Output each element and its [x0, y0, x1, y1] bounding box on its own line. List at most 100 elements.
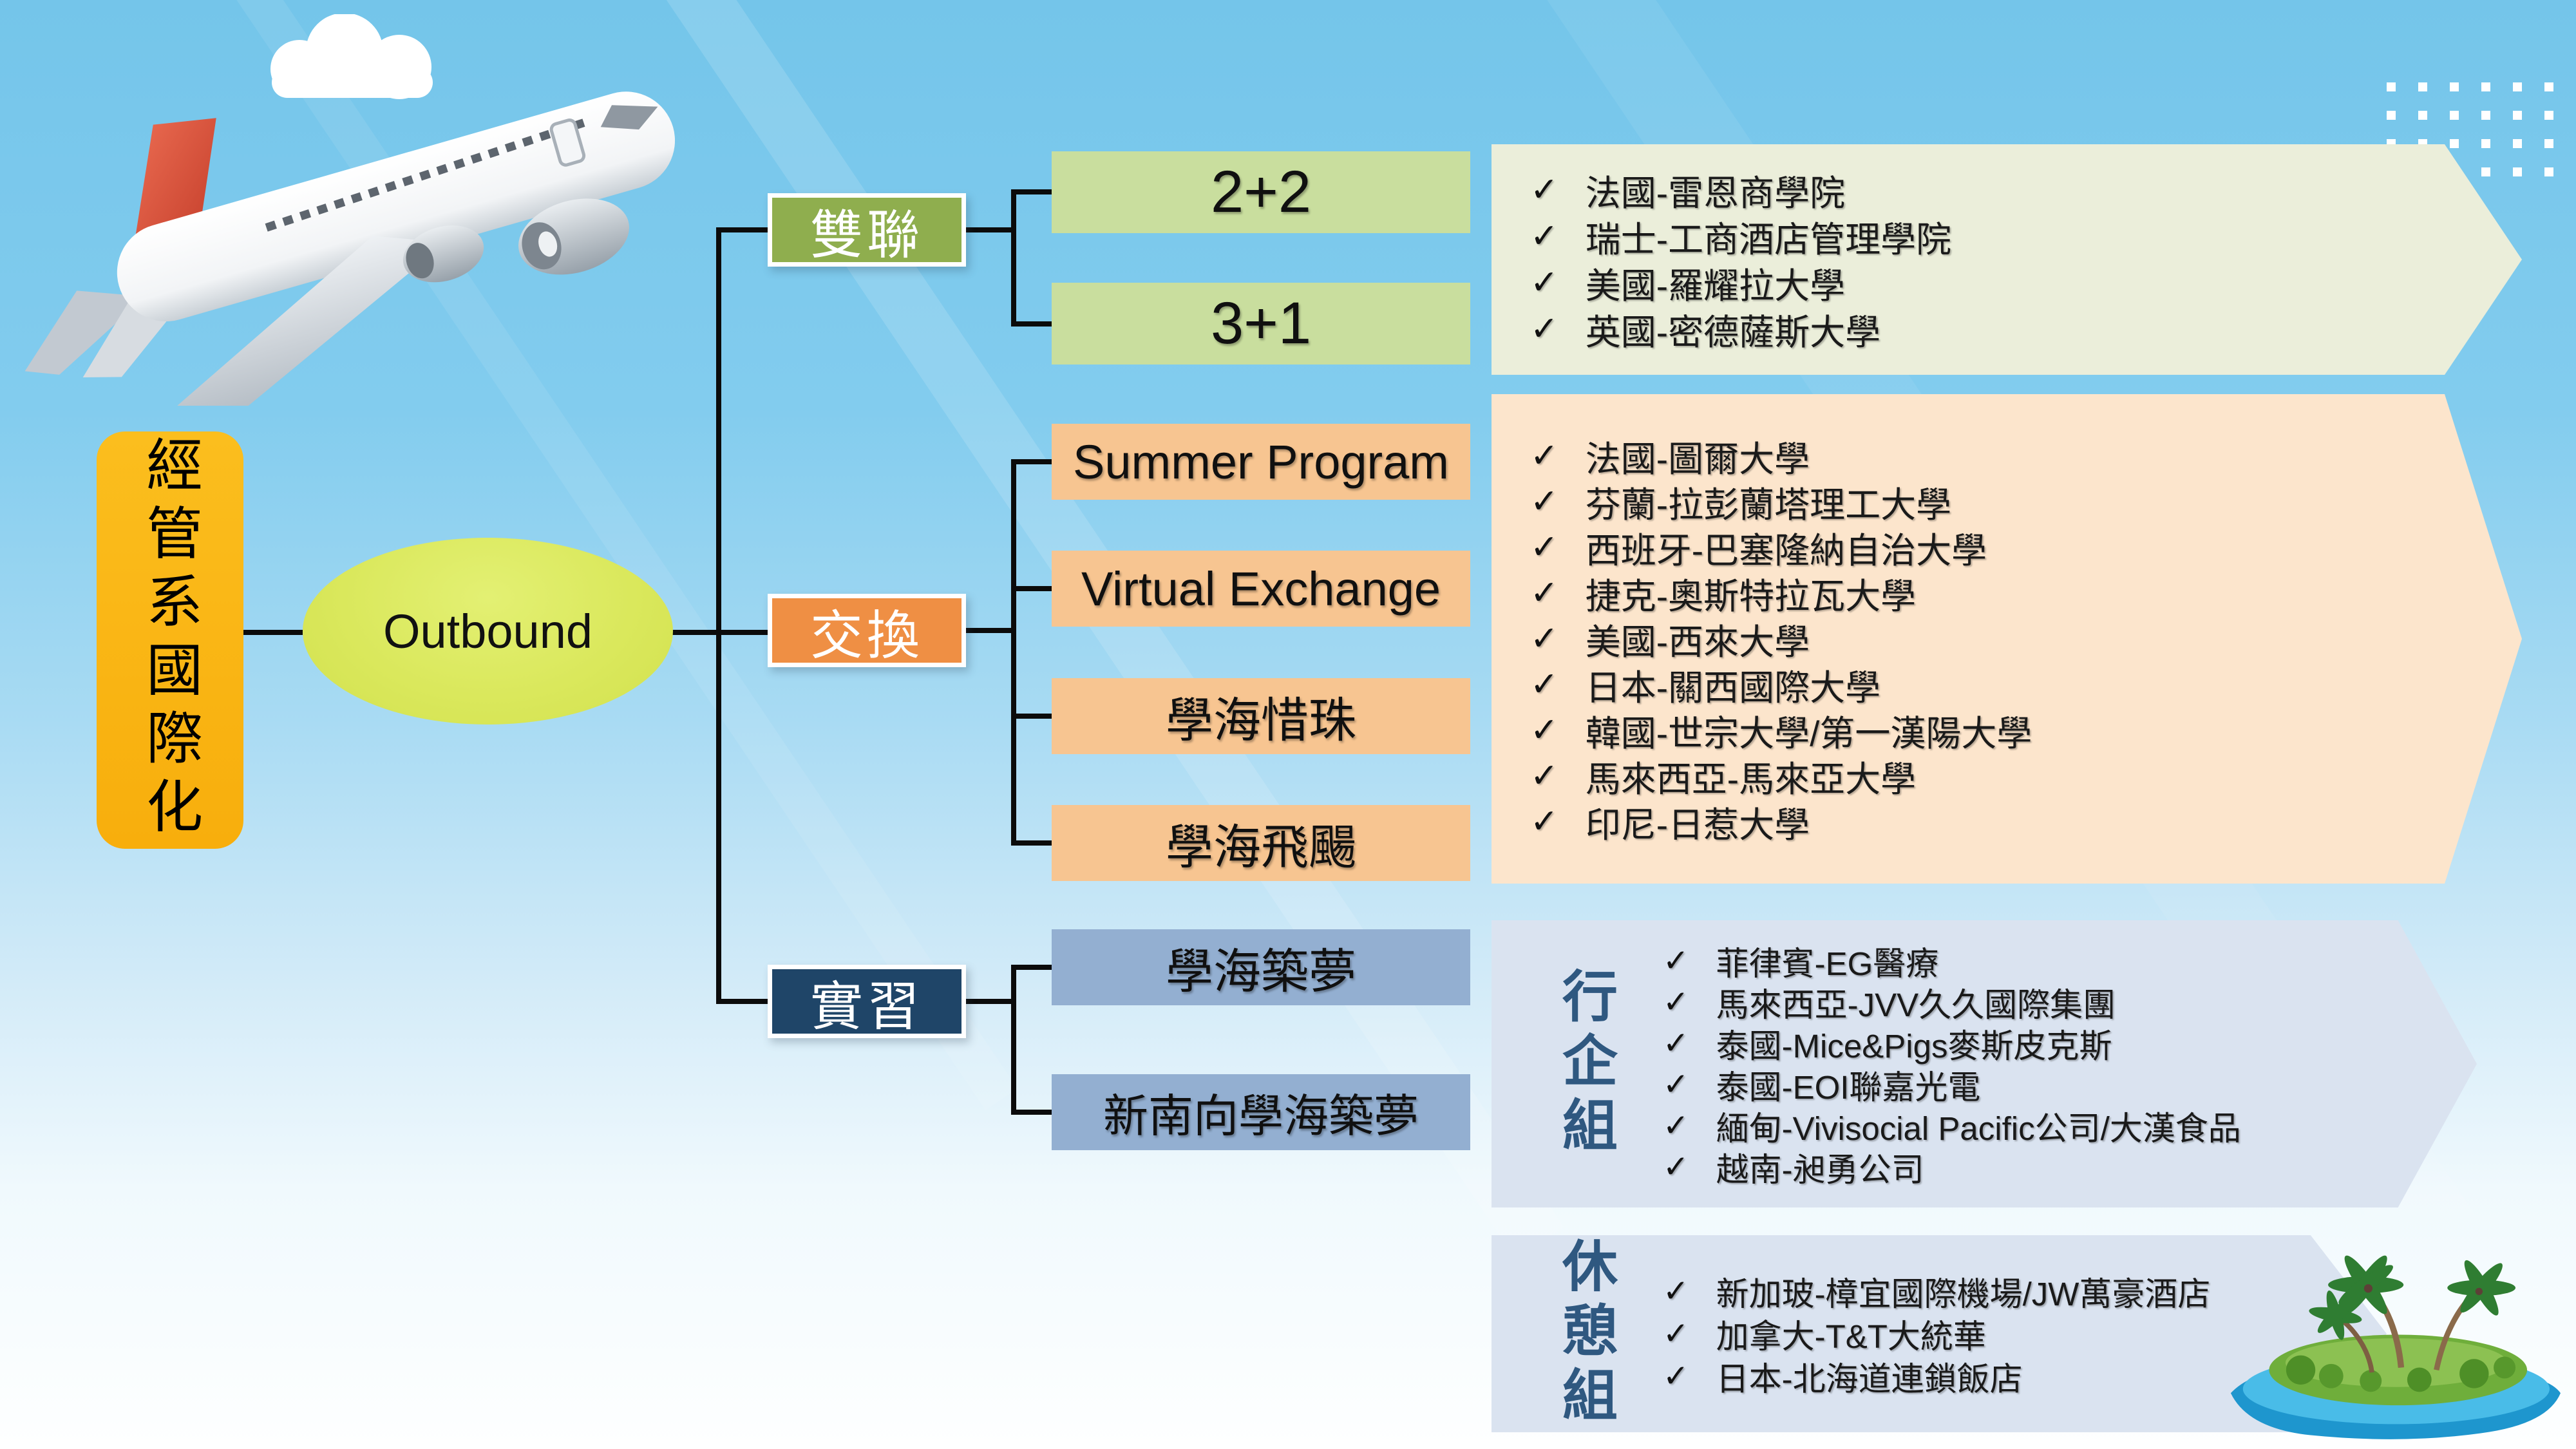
branch-exchange: 交換: [768, 594, 966, 667]
partner-text: 印尼-日惹大學: [1585, 805, 1810, 845]
check-icon: ✓: [1530, 666, 1558, 703]
panel-dual-degree-partners: ✓法國-雷恩商學院 ✓ 瑞士-工商酒店管理學院 ✓ 美國-羅耀拉大學 ✓英國-密德薩…: [1492, 144, 2522, 375]
connector-line: [663, 630, 768, 635]
hub-node-outbound: Outbound: [303, 538, 673, 724]
check-icon: ✓: [1530, 264, 1558, 301]
partner-item: ✓捷克-奧斯特拉瓦大學: [1530, 571, 2522, 616]
partner-text: 菲律賓-EG醫療: [1716, 945, 1939, 982]
partner-text: 緬甸-Vivisocial Pacific公司/大漢食品: [1716, 1110, 2241, 1147]
partner-text: 日本-關西國際大學: [1585, 668, 1881, 708]
root-node-department: 經管系國際化: [97, 431, 243, 849]
partner-text: 新加玻-樟宜國際機場/JW萬豪酒店: [1716, 1276, 2211, 1312]
check-icon: ✓: [1663, 1316, 1689, 1351]
connector-trunk: [716, 227, 721, 1004]
program-label: 學海飛颺: [1166, 820, 1356, 874]
connector-line: [1016, 714, 1052, 719]
airplane-illustration: [24, 91, 676, 406]
panel-exchange-partners: ✓法國-圖爾大學 ✓芬蘭-拉彭蘭塔理工大學 ✓西班牙-巴塞隆納自治大學 ✓捷克-…: [1492, 394, 2522, 884]
check-icon: ✓: [1530, 483, 1558, 520]
connector-line: [1016, 321, 1052, 327]
partner-item: ✓ 日本-關西國際大學: [1530, 662, 2522, 708]
connector-line: [1016, 1110, 1052, 1115]
check-icon: ✓: [1530, 218, 1558, 255]
partner-item: ✓ 加拿大-T&T大統華: [1663, 1312, 2387, 1355]
connector-line: [1016, 459, 1052, 464]
partner-text: 馬來西亞-馬來亞大學: [1585, 759, 1917, 799]
group-label-leisure: 休憩組: [1553, 1237, 1616, 1430]
branch-label: 交換: [810, 606, 923, 665]
root-node-label: 經管系國際化: [138, 435, 202, 845]
check-icon: ✓: [1530, 529, 1558, 566]
partner-item: ✓越南-昶勇公司: [1663, 1146, 2477, 1188]
program-summer: Summer Program: [1052, 424, 1470, 500]
connector-line: [966, 628, 1014, 633]
branch-internship: 實習: [768, 965, 966, 1038]
check-icon: ✓: [1530, 712, 1558, 749]
branch-dual-degree: 雙聯: [768, 193, 966, 267]
connector-trunk: [1011, 459, 1016, 846]
panel-internship-business: 行企組 ✓ 菲律賓-EG醫療 ✓ 馬來西亞-JVV久久國際集團 ✓ 泰國-Mice&P…: [1492, 920, 2477, 1208]
program-southbound-zhumeng: 新南向學海築夢: [1052, 1074, 1470, 1150]
branch-label: 雙聯: [810, 205, 923, 265]
partner-item: ✓法國-雷恩商學院: [1530, 167, 2522, 213]
check-icon: ✓: [1530, 310, 1558, 348]
connector-line: [966, 227, 1014, 232]
partner-item: ✓ 新加玻-樟宜國際機場/JW萬豪酒店: [1663, 1270, 2387, 1312]
partner-item: ✓ 馬來西亞-JVV久久國際集團: [1663, 981, 2477, 1023]
partner-text: 韓國-世宗大學/第一漢陽大學: [1585, 714, 2032, 753]
partner-list: ✓ 新加玻-樟宜國際機場/JW萬豪酒店 ✓ 加拿大-T&T大統華 ✓ 日本-北海道連鎖…: [1663, 1235, 2387, 1432]
partner-item: ✓ 泰國-Mice&Pigs麥斯皮克斯: [1663, 1023, 2477, 1065]
connector-line: [1016, 586, 1052, 591]
connector-line: [238, 630, 303, 635]
partner-text: 越南-昶勇公司: [1716, 1151, 1924, 1188]
partner-item: ✓ 瑞士-工商酒店管理學院: [1530, 213, 2522, 260]
connector-line: [716, 227, 768, 232]
connector-line: [1016, 840, 1052, 846]
check-icon: ✓: [1530, 757, 1558, 795]
program-virtual-exchange: Virtual Exchange: [1052, 551, 1470, 627]
program-label: 新南向學海築夢: [1103, 1090, 1419, 1141]
partner-list: ✓ 菲律賓-EG醫療 ✓ 馬來西亞-JVV久久國際集團 ✓ 泰國-Mice&Pigs麥…: [1663, 920, 2477, 1208]
check-icon: ✓: [1663, 1026, 1689, 1061]
program-xuehai-zhumeng: 學海築夢: [1052, 929, 1470, 1005]
connector-trunk: [1011, 965, 1016, 1115]
island-illustration: [2230, 1255, 2561, 1439]
partner-item: ✓英國-密德薩斯大學: [1530, 306, 2522, 352]
program-label: 3+1: [1210, 290, 1312, 356]
check-icon: ✓: [1530, 620, 1558, 658]
program-3plus1: 3+1: [1052, 283, 1470, 365]
partner-text: 泰國-EOI聯嘉光電: [1716, 1069, 1981, 1106]
connector-line: [716, 999, 768, 1004]
partner-item: ✓美國-西來大學: [1530, 616, 2522, 662]
partner-text: 泰國-Mice&Pigs麥斯皮克斯: [1716, 1028, 2112, 1065]
partner-text: 加拿大-T&T大統華: [1716, 1318, 1986, 1355]
group-label-business: 行企組: [1553, 967, 1616, 1160]
partner-list: ✓法國-圖爾大學 ✓芬蘭-拉彭蘭塔理工大學 ✓西班牙-巴塞隆納自治大學 ✓捷克-…: [1492, 394, 2522, 884]
check-icon: ✓: [1663, 1274, 1689, 1309]
connector-trunk: [1011, 189, 1016, 327]
check-icon: ✓: [1530, 437, 1558, 475]
check-icon: ✓: [1663, 985, 1689, 1019]
partner-text: 芬蘭-拉彭蘭塔理工大學: [1585, 485, 1952, 525]
partner-item: ✓ 日本-北海道連鎖飯店: [1663, 1355, 2387, 1397]
partner-list: ✓法國-雷恩商學院 ✓ 瑞士-工商酒店管理學院 ✓ 美國-羅耀拉大學 ✓英國-密德薩…: [1492, 144, 2522, 375]
program-xuehai-feiyang: 學海飛颺: [1052, 805, 1470, 881]
partner-text: 瑞士-工商酒店管理學院: [1585, 220, 1952, 260]
check-icon: ✓: [1663, 1067, 1689, 1102]
partner-item: ✓ 法國-圖爾大學: [1530, 433, 2522, 479]
partner-text: 法國-圖爾大學: [1585, 439, 1810, 479]
program-label: 學海惜珠: [1166, 693, 1356, 747]
connector-line: [1016, 189, 1052, 194]
partner-text: 馬來西亞-JVV久久國際集團: [1716, 987, 2116, 1023]
partner-item: ✓印尼-日惹大學: [1530, 799, 2522, 845]
partner-text: 美國-羅耀拉大學: [1585, 266, 1846, 306]
partner-text: 日本-北海道連鎖飯店: [1716, 1361, 2023, 1397]
branch-label: 實習: [810, 977, 923, 1036]
partner-item: ✓ 美國-羅耀拉大學: [1530, 260, 2522, 306]
check-icon: ✓: [1663, 943, 1689, 978]
check-icon: ✓: [1663, 1359, 1689, 1394]
hub-node-label: Outbound: [383, 604, 593, 658]
program-label: 學海築夢: [1166, 944, 1356, 998]
partner-item: ✓ 菲律賓-EG醫療: [1663, 940, 2477, 982]
